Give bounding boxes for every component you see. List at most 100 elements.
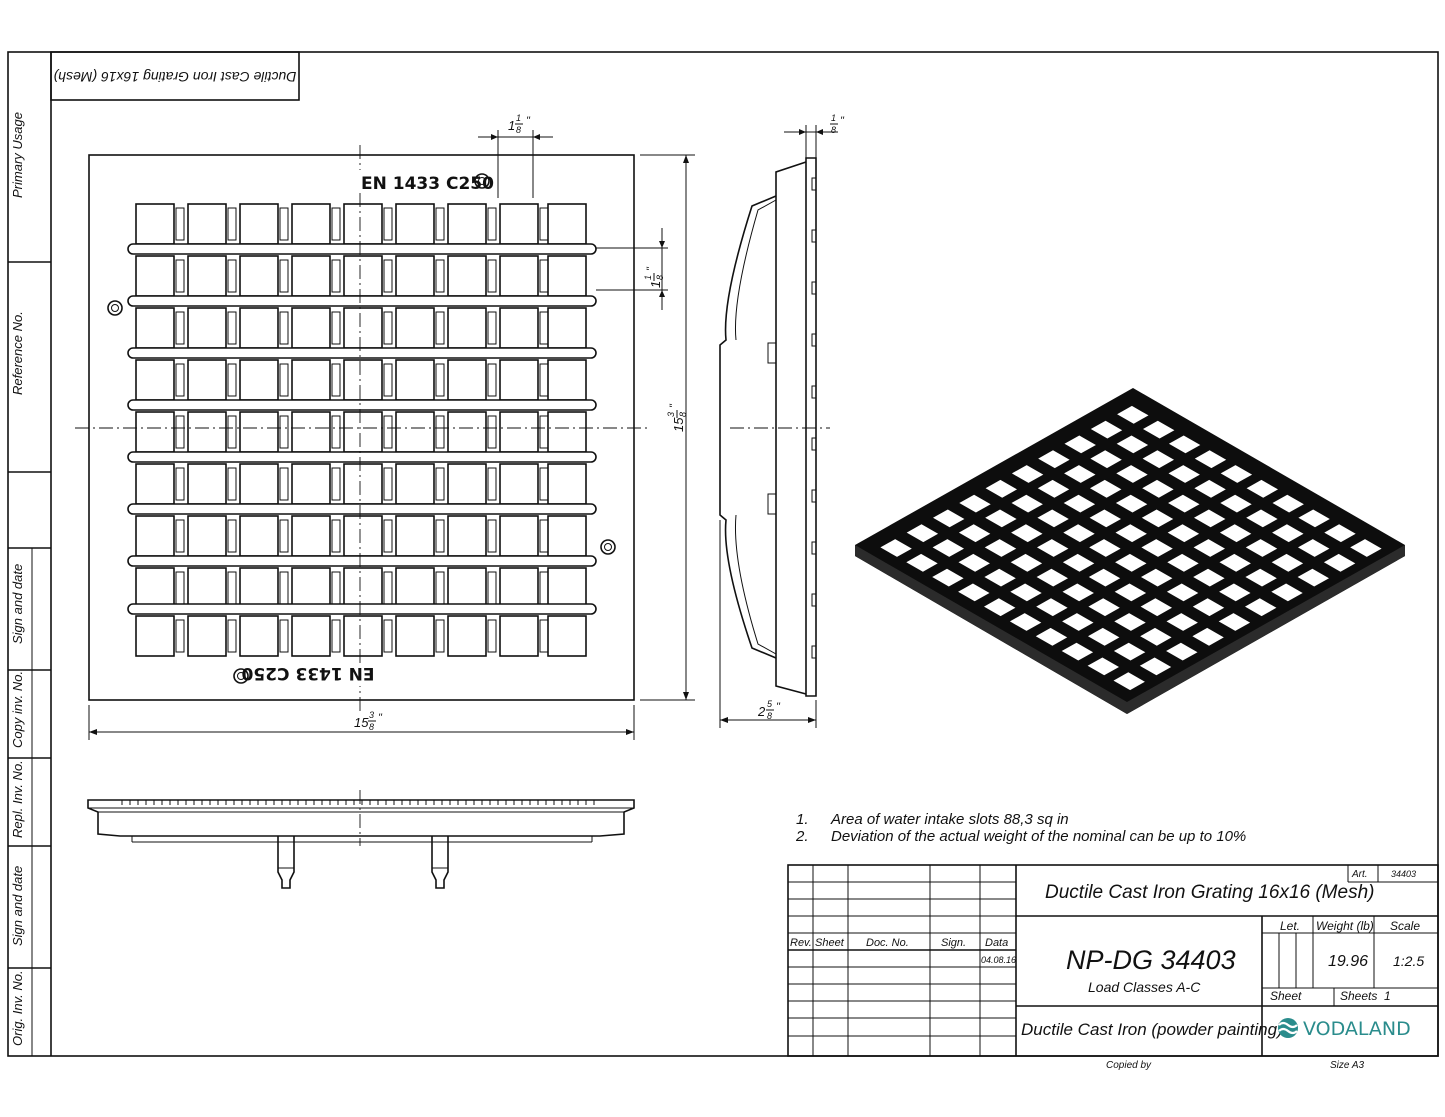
grate-slot (395, 615, 435, 657)
grate-slot (447, 515, 487, 557)
grate-bar (127, 451, 597, 463)
grate-slot (239, 255, 279, 297)
grate-slot (499, 567, 539, 609)
grate-slot (135, 567, 175, 609)
weight-value: 19.96 (1328, 953, 1368, 970)
vodaland-logo-icon (1278, 1018, 1298, 1038)
dim-bar-pitch: 1 (648, 281, 663, 288)
grate-slot (239, 411, 279, 453)
side-view: 1 8 " 2 5 8 " (719, 113, 845, 728)
grate-slot (187, 463, 227, 505)
grate-slot (291, 463, 331, 505)
sheet-label: Sheet (1270, 989, 1302, 1003)
grate-slot (499, 411, 539, 453)
svg-text:": " (840, 115, 845, 127)
grate-slot (135, 615, 175, 657)
grate-slot (547, 615, 587, 657)
sidebar-reference-no: Reference No. (10, 311, 25, 395)
grate-slot (291, 307, 331, 349)
svg-text:1: 1 (643, 275, 653, 280)
col-sheet: Sheet (815, 937, 845, 949)
grate-slot (547, 359, 587, 401)
grate-slot (343, 463, 383, 505)
svg-text:8: 8 (369, 722, 374, 732)
svg-text:1: 1 (831, 113, 836, 123)
grate-slot (447, 567, 487, 609)
art-value: 34403 (1391, 869, 1416, 879)
sheet-frame (7, 51, 1439, 1057)
sheets-value: 1 (1384, 989, 1391, 1003)
grate-slot (291, 615, 331, 657)
weight-label: Weight (lb) (1316, 919, 1374, 933)
dim-depth: 2 (757, 704, 766, 719)
grate-slot (343, 515, 383, 557)
grate-slot (187, 255, 227, 297)
grate-slot (187, 567, 227, 609)
sidebar-orig-inv-no: Orig. Inv. No. (10, 970, 25, 1046)
sidebar-primary-usage: Primary Usage (10, 112, 25, 198)
svg-text:": " (668, 403, 680, 408)
grate-slot (499, 515, 539, 557)
material: Ductile Cast Iron (powder painting) (1021, 1020, 1283, 1039)
grate-slot (499, 359, 539, 401)
note-2: Deviation of the actual weight of the no… (831, 828, 1246, 845)
grate-slot (395, 515, 435, 557)
grate-slot (343, 203, 383, 245)
grate-slot (187, 411, 227, 453)
grate-slot (291, 567, 331, 609)
grate-slot (239, 307, 279, 349)
marking-bottom: EN 1433 C250 (241, 663, 374, 683)
let-label: Let. (1280, 919, 1300, 933)
dim-width: 15 (354, 715, 369, 730)
dim-slot-width: 1 (508, 118, 515, 133)
grate-slot (547, 567, 587, 609)
grate-slot (447, 615, 487, 657)
grate-slot (499, 615, 539, 657)
grate-bar (127, 347, 597, 359)
sidebar-repl-inv-no: Repl. Inv. No. (10, 760, 25, 838)
bottom-view (87, 790, 635, 889)
grate-slot (499, 203, 539, 245)
grate-slot (499, 463, 539, 505)
grate-slot (395, 203, 435, 245)
svg-text:": " (645, 266, 657, 271)
col-rev: Rev. (790, 937, 812, 949)
bolt-hole-icon (474, 173, 490, 189)
svg-text:1: 1 (516, 113, 521, 123)
grate-slot (343, 255, 383, 297)
svg-text:8: 8 (655, 275, 665, 280)
grate-slot (135, 203, 175, 245)
grate-slot (291, 515, 331, 557)
grate-bar (127, 399, 597, 411)
grate-slot (395, 359, 435, 401)
grate-slot (239, 203, 279, 245)
grate-slot (239, 359, 279, 401)
copied-by: Copied by (1106, 1060, 1152, 1071)
grate-slot (135, 463, 175, 505)
grate-slot (239, 463, 279, 505)
sidebar-copy-inv-no: Copy inv. No. (10, 671, 25, 748)
date-value: 04.08.16 (981, 955, 1016, 965)
grate-slot (291, 359, 331, 401)
marking-top: EN 1433 C250 (361, 174, 494, 194)
grate-slot (187, 359, 227, 401)
grate-slot (343, 307, 383, 349)
grate-slot (395, 463, 435, 505)
size-label: Size A3 (1330, 1060, 1365, 1071)
grate-slot (499, 255, 539, 297)
grate-slot (447, 203, 487, 245)
grate-slot (395, 567, 435, 609)
svg-text:8: 8 (678, 412, 688, 417)
sidebar-sign-date-2: Sign and date (10, 866, 25, 946)
grate-slot (291, 203, 331, 245)
grate-slot (395, 411, 435, 453)
grate-bar (127, 295, 597, 307)
grate-bar (127, 503, 597, 515)
note-1: Area of water intake slots 88,3 sq in (830, 811, 1069, 828)
grate-slot (187, 515, 227, 557)
grate-slot (187, 307, 227, 349)
grate-slot (291, 255, 331, 297)
grate-slot (447, 411, 487, 453)
grate-slot (447, 255, 487, 297)
